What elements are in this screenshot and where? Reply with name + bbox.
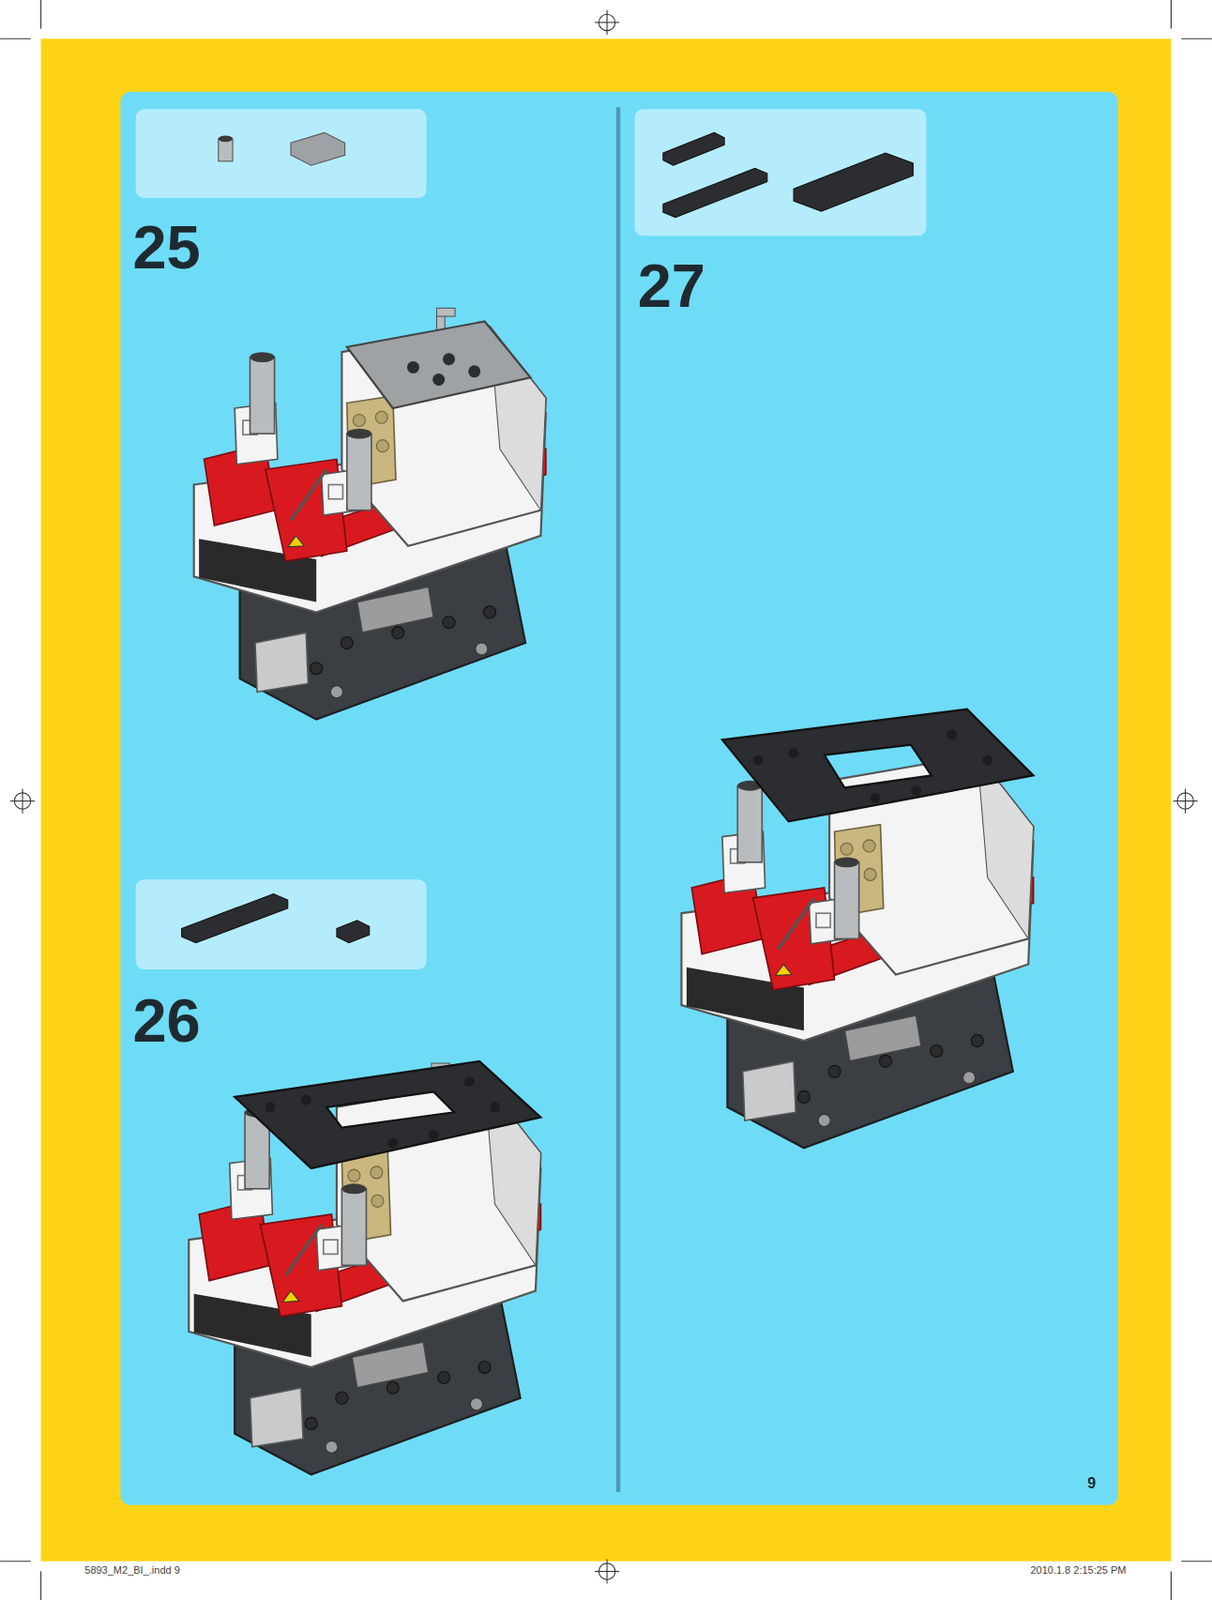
step-number: 25 (132, 216, 200, 278)
step-number: 27 (637, 255, 706, 317)
file-name: 5893_M2_BI_.indd 9 (84, 1564, 181, 1576)
page-number: 9 (1087, 1475, 1096, 1491)
print-date: 2010.1.8 2:15:25 PM (1030, 1564, 1126, 1576)
step-number: 26 (132, 989, 200, 1051)
